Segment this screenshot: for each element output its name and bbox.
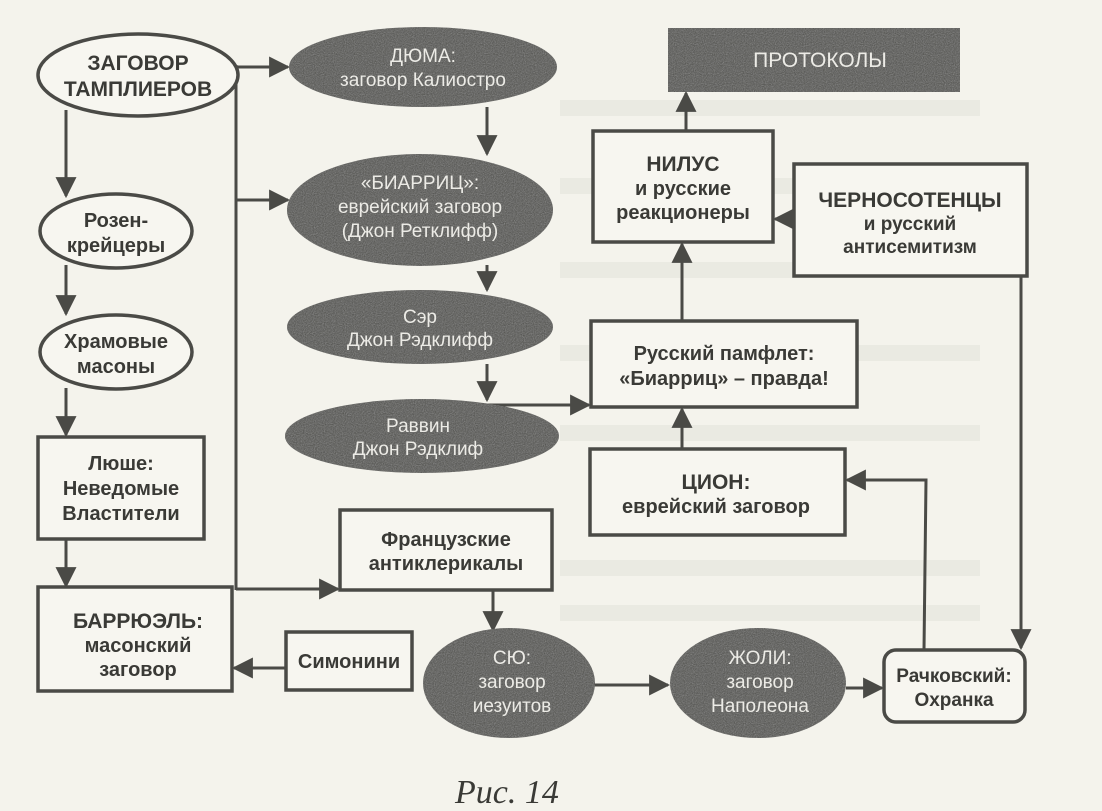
node-zion: ЦИОН: еврейский заговор xyxy=(588,447,847,537)
node-anticlericals-line-2: антиклерикалы xyxy=(369,553,524,575)
node-biarritz-line-1: «БИАРРИЦ»: xyxy=(361,173,479,194)
node-templars-line-2: ТАМПЛИЕРОВ xyxy=(64,78,212,101)
node-rosicrucians-line-1: Розен- xyxy=(84,210,148,232)
node-nilus: НИЛУС и русские реакционеры xyxy=(591,129,775,244)
node-pamphlet-line-1: Русский памфлет: xyxy=(634,343,815,365)
node-sue-line-2: заговор xyxy=(478,672,545,693)
node-joly-line-3: Наполеона xyxy=(711,696,809,717)
node-barruel-line-3: заговор xyxy=(99,659,177,681)
node-rabbi-line-2: Джон Рэдклиф xyxy=(353,439,483,460)
node-temple-masons-line-1: Храмовые xyxy=(64,331,168,353)
node-dumas: ДЮМА: заговор Калиостро xyxy=(289,27,557,107)
node-simonini-line-1: Симонини xyxy=(298,651,400,673)
node-nilus-line-2: и русские xyxy=(635,178,731,200)
node-sue: СЮ: заговор иезуитов xyxy=(423,628,595,738)
node-rachkovsky-line-2: Охранка xyxy=(914,690,994,711)
node-luchet-line-3: Властители xyxy=(62,503,179,525)
node-barruel-line-1: БАРРЮЭЛЬ: xyxy=(73,610,203,633)
node-rabbi-line-1: Раввин xyxy=(386,416,450,437)
node-templars-line-1: ЗАГОВОР xyxy=(87,52,188,75)
node-zion-line-1: ЦИОН: xyxy=(682,471,751,494)
node-dumas-line-1: ДЮМА: xyxy=(390,46,456,67)
node-rachkovsky-line-1: Рачковский: xyxy=(896,666,1011,687)
node-joly-line-1: ЖОЛИ: xyxy=(728,648,791,669)
node-sir-john: Сэр Джон Рэдклифф xyxy=(287,290,553,364)
node-biarritz-line-3: (Джон Ретклифф) xyxy=(342,221,499,242)
node-temple-masons: Храмовые масоны xyxy=(38,313,194,391)
node-protocols: ПРОТОКОЛЫ xyxy=(668,28,960,92)
node-black-hundreds-line-1: ЧЕРНОСОТЕНЦЫ xyxy=(818,189,1001,212)
node-pamphlet-line-2: «Биарриц» – правда! xyxy=(619,368,829,390)
node-protocols-line-1: ПРОТОКОЛЫ xyxy=(753,49,887,72)
node-anticlericals-line-1: Французские xyxy=(381,529,511,551)
node-rachkovsky: Рачковский: Охранка xyxy=(882,648,1027,724)
node-rosicrucians-line-2: крейцеры xyxy=(67,235,165,257)
node-pamphlet: Русский памфлет: «Биарриц» – правда! xyxy=(589,319,859,409)
node-sir-john-line-2: Джон Рэдклифф xyxy=(347,330,493,351)
node-joly: ЖОЛИ: заговор Наполеона xyxy=(670,628,846,738)
node-rabbi: Раввин Джон Рэдклиф xyxy=(285,399,559,473)
node-sue-line-3: иезуитов xyxy=(473,696,552,717)
node-sue-line-1: СЮ: xyxy=(493,648,531,669)
node-luchet-line-1: Люше: xyxy=(88,453,154,475)
node-zion-line-2: еврейский заговор xyxy=(622,496,810,518)
node-black-hundreds-line-2: и русский xyxy=(864,214,956,235)
figure-caption: Рис. 14 xyxy=(455,774,559,811)
node-luchet: Люше: Неведомые Властители xyxy=(36,435,206,541)
node-nilus-line-1: НИЛУС xyxy=(646,153,719,176)
node-anticlericals: Французские антиклерикалы xyxy=(338,508,554,592)
node-simonini: Симонини xyxy=(284,630,414,692)
node-barruel-line-2: масонский xyxy=(85,635,192,657)
node-templars: ЗАГОВОР ТАМПЛИЕРОВ xyxy=(36,32,240,118)
node-dumas-line-2: заговор Калиостро xyxy=(340,70,506,91)
edge-rachkovsky-zion xyxy=(844,469,928,651)
node-biarritz: «БИАРРИЦ»: еврейский заговор (Джон Реткл… xyxy=(287,154,553,266)
node-luchet-line-2: Неведомые xyxy=(63,478,179,500)
node-sir-john-line-1: Сэр xyxy=(403,307,437,328)
node-nilus-line-3: реакционеры xyxy=(616,202,750,224)
node-temple-masons-line-2: масоны xyxy=(77,356,155,378)
node-barruel: БАРРЮЭЛЬ: масонский заговор xyxy=(36,585,234,693)
node-rosicrucians: Розен- крейцеры xyxy=(38,192,194,270)
node-black-hundreds-line-3: антисемитизм xyxy=(843,237,977,258)
node-joly-line-2: заговор xyxy=(726,672,793,693)
node-black-hundreds: ЧЕРНОСОТЕНЦЫ и русский антисемитизм xyxy=(792,162,1029,278)
node-biarritz-line-2: еврейский заговор xyxy=(338,197,502,218)
